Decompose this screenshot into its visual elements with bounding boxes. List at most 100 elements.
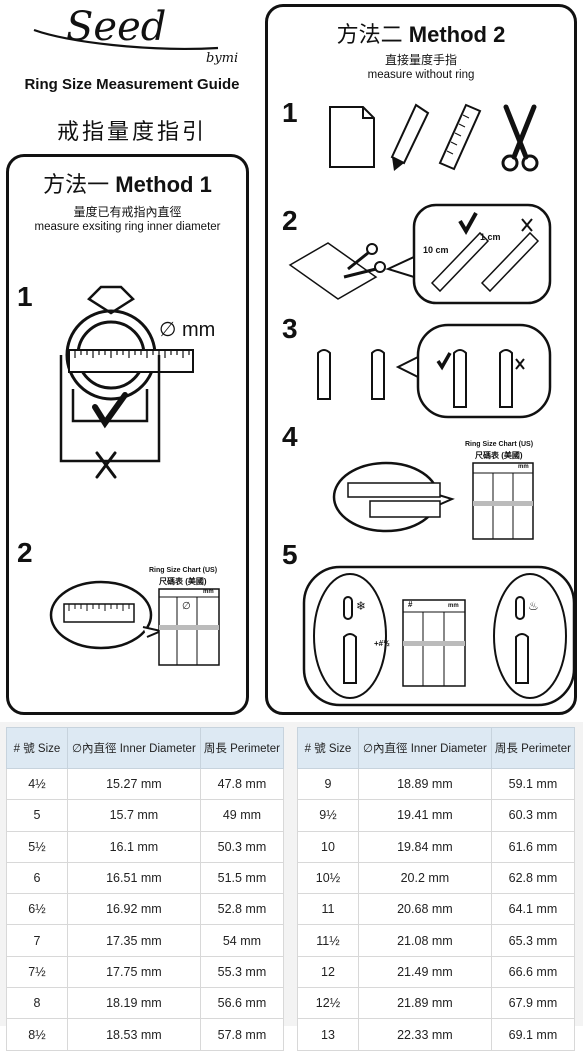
perimeter-cell: 67.9 mm (490, 987, 576, 1020)
logo-text: Seed (66, 4, 166, 50)
perimeter-cell: 52.8 mm (199, 893, 285, 926)
col-size: # 號 Size (6, 727, 68, 769)
method2-chart-title-en: Ring Size Chart (US) (465, 441, 534, 448)
size-cell: 7½ (6, 955, 68, 989)
cross-icon (521, 218, 533, 232)
diameter-cell: 15.27 mm (66, 767, 201, 801)
seed-logo-graphic: Seed bymi (33, 4, 238, 66)
method2-chart-col-unit: mm (518, 464, 529, 470)
thermometer-icon (515, 596, 525, 620)
chart-col-diameter: ∅ (182, 601, 191, 612)
method1-chart-title-cn: 尺碼表 (美國) (159, 577, 207, 586)
size-cell: 10 (297, 830, 359, 863)
method1-subtitle-en: measure exsiting ring inner diameter (34, 221, 221, 233)
method2-subtitle-cn: 直接量度手指 (384, 53, 457, 67)
method2-panel: 方法二 Method 2 直接量度手指 measure without ring… (265, 4, 577, 715)
size-cell: 12 (297, 955, 359, 989)
scissors-icon (501, 104, 539, 172)
perimeter-cell: 55.3 mm (199, 955, 285, 989)
size-cell: 11½ (297, 924, 359, 957)
method2-subtitle-en: measure without ring (367, 69, 475, 81)
size-cell: 5½ (6, 830, 68, 863)
col-size: # 號 Size (297, 727, 359, 769)
method2-title-en: Method 2 (408, 22, 506, 47)
perimeter-cell: 59.1 mm (490, 767, 576, 801)
check-icon (436, 352, 452, 371)
perimeter-cell: 47.8 mm (199, 767, 285, 801)
col-inner-diameter: ∅內直徑 Inner Diameter (66, 727, 201, 769)
method2-chart5-col-unit: mm (448, 603, 459, 609)
method1-subtitle-cn: 量度已有戒指內直徑 (73, 205, 182, 219)
size-cell: 4½ (6, 767, 68, 801)
diameter-cell: 16.1 mm (66, 830, 201, 863)
method1-step-1: 1 (17, 281, 33, 312)
size-cell: 13 (297, 1018, 359, 1051)
method2-step-2: 2 (282, 205, 298, 236)
diameter-cell: 17.75 mm (66, 955, 201, 989)
diameter-cell: 16.92 mm (66, 893, 201, 926)
size-cell: 9½ (297, 799, 359, 832)
perimeter-cell: 61.6 mm (490, 830, 576, 863)
paper-icon (329, 106, 375, 168)
size-cell: 6½ (6, 893, 68, 926)
perimeter-cell: 49 mm (199, 799, 285, 832)
diameter-cell: 16.51 mm (66, 861, 201, 895)
diameter-cell: 20.2 mm (357, 861, 492, 895)
size-cell: 5 (6, 799, 68, 832)
diameter-cell: 19.84 mm (357, 830, 492, 863)
label-10cm: 10 cm (423, 245, 449, 255)
size-cell: 7 (6, 924, 68, 957)
method1-title-en: Method 1 (115, 172, 212, 197)
perimeter-cell: 57.8 mm (199, 1018, 285, 1051)
method1-step-2: 2 (17, 537, 33, 568)
method2-step-3: 3 (282, 313, 298, 344)
perimeter-cell: 66.6 mm (490, 955, 576, 989)
diameter-cell: 19.41 mm (357, 799, 492, 832)
perimeter-cell: 65.3 mm (490, 924, 576, 957)
size-cell: 8 (6, 987, 68, 1020)
diameter-cell: 17.35 mm (66, 924, 201, 957)
heat-icon: ♨ (528, 599, 539, 613)
perimeter-cell: 64.1 mm (490, 893, 576, 926)
size-cell: 12½ (297, 987, 359, 1020)
logo-subtext: bymi (206, 51, 238, 66)
chart-col-unit: mm (203, 589, 214, 595)
diameter-mm-label: ∅ mm (159, 319, 216, 341)
method1-chart-title-en: Ring Size Chart (US) (149, 567, 218, 574)
diameter-cell: 21.08 mm (357, 924, 492, 957)
snowflake-icon: ❄ (356, 599, 367, 613)
size-cell: 10½ (297, 861, 359, 895)
ring-measure-illustration (59, 285, 194, 479)
diameter-cell: 15.7 mm (66, 799, 201, 832)
cross-icon (95, 451, 117, 479)
method2-step-1: 1 (282, 97, 298, 128)
size-table-left: # 號 Size ∅內直徑 Inner Diameter 周長 Perimete… (6, 727, 285, 1051)
diameter-cell: 21.89 mm (357, 987, 492, 1020)
size-table-right: # 號 Size ∅內直徑 Inner Diameter 周長 Perimete… (297, 727, 576, 1051)
size-cell: 11 (297, 893, 359, 926)
method1-title-cn: 方法一 (43, 172, 110, 197)
diameter-cell: 18.53 mm (66, 1018, 201, 1051)
method2-chart-col-hash: # (408, 600, 413, 609)
perimeter-cell: 62.8 mm (490, 861, 576, 895)
method2-step-5: 5 (282, 539, 298, 570)
thermometer-icon (343, 596, 353, 620)
brand-logo: Seed bymi (28, 0, 258, 70)
size-cell: 8½ (6, 1018, 68, 1051)
diameter-cell: 20.68 mm (357, 893, 492, 926)
